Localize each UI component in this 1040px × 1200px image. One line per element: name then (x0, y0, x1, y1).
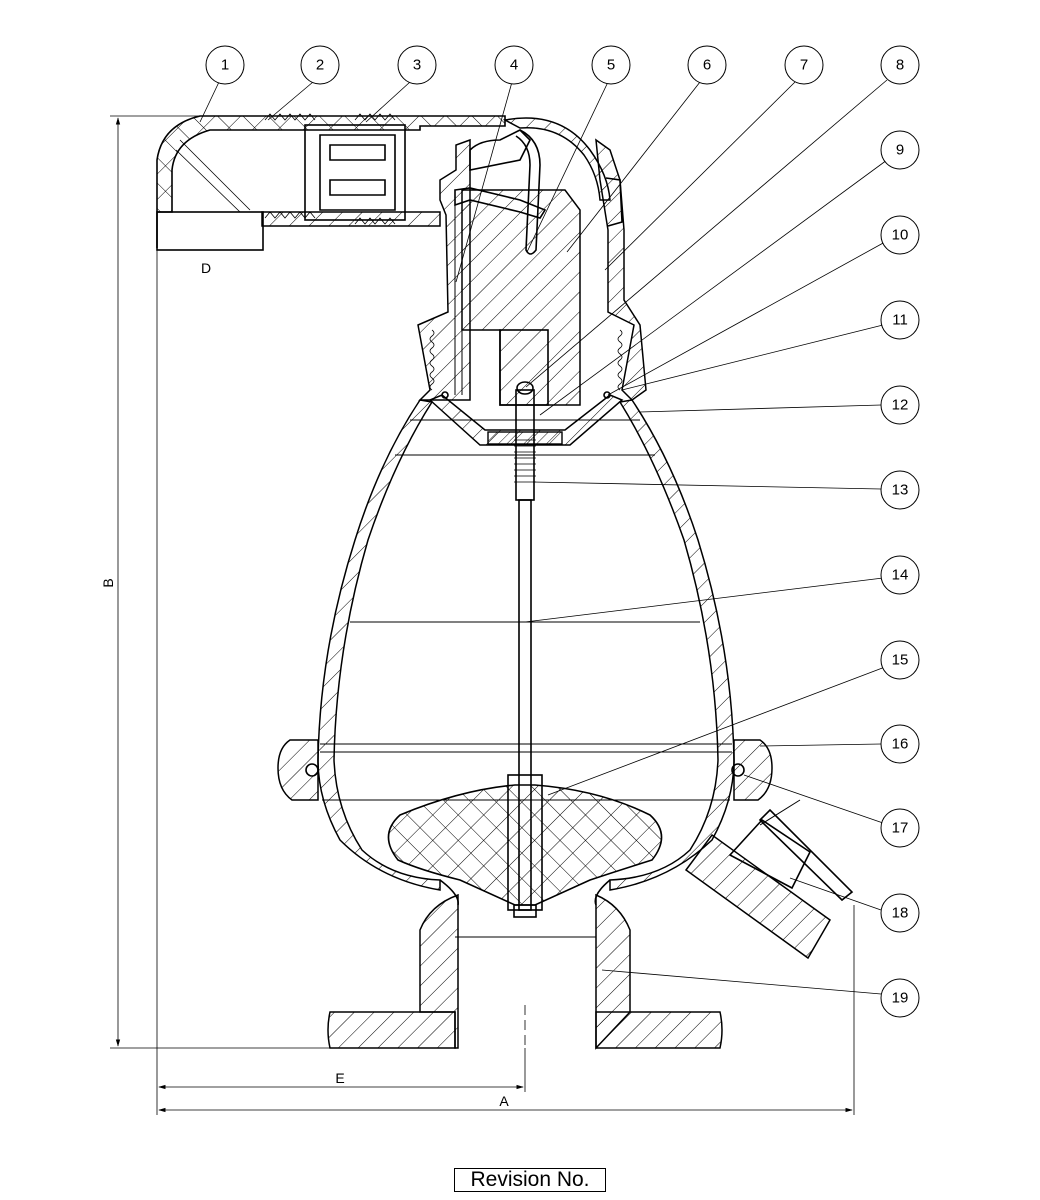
balloon-number: 13 (892, 482, 909, 499)
balloon-6: 6 (687, 45, 727, 85)
balloon-2: 2 (300, 45, 340, 85)
dim-e-label: E (335, 1070, 344, 1086)
balloon-number: 17 (892, 820, 909, 837)
balloon-number: 8 (896, 57, 904, 74)
upper-chamber (417, 117, 647, 446)
drain-valve (684, 799, 854, 960)
float-rod (507, 381, 543, 918)
balloon-number: 1 (221, 57, 229, 74)
balloon-8: 8 (880, 45, 920, 85)
balloon-14: 14 (880, 555, 920, 595)
balloon-number: 12 (892, 397, 909, 414)
dimension-lines (110, 115, 855, 1115)
balloon-number: 2 (316, 57, 324, 74)
balloon-number: 18 (892, 905, 909, 922)
balloon-number: 14 (892, 567, 909, 584)
balloon-number: 3 (413, 57, 421, 74)
balloon-3: 3 (397, 45, 437, 85)
dim-b-label: B (100, 578, 116, 587)
balloon-number: 7 (800, 57, 808, 74)
balloon-15: 15 (880, 640, 920, 680)
outlet-elbow (156, 113, 506, 251)
balloon-1: 1 (205, 45, 245, 85)
balloon-10: 10 (880, 215, 920, 255)
balloon-number: 5 (607, 57, 615, 74)
balloon-number: 16 (892, 736, 909, 753)
balloon-18: 18 (880, 893, 920, 933)
revision-number-box: Revision No. (454, 1168, 606, 1192)
balloon-number: 10 (892, 227, 909, 244)
balloon-number: 11 (892, 312, 908, 329)
balloon-number: 19 (892, 990, 909, 1007)
balloon-12: 12 (880, 385, 920, 425)
balloon-7: 7 (784, 45, 824, 85)
balloon-4: 4 (494, 45, 534, 85)
bottom-flange (327, 893, 723, 1050)
balloon-17: 17 (880, 808, 920, 848)
dim-d-label: D (201, 260, 211, 276)
balloon-9: 9 (880, 130, 920, 170)
balloon-number: 15 (892, 652, 909, 669)
balloon-5: 5 (591, 45, 631, 85)
balloon-11: 11 (880, 300, 920, 340)
balloon-number: 6 (703, 57, 711, 74)
balloon-number: 9 (896, 142, 904, 159)
leader-lines (199, 79, 888, 995)
balloon-19: 19 (880, 978, 920, 1018)
balloon-number: 4 (510, 57, 518, 74)
float (387, 784, 663, 906)
dim-a-label: A (499, 1093, 509, 1109)
balloon-16: 16 (880, 724, 920, 764)
body-shell (277, 399, 773, 906)
balloon-13: 13 (880, 470, 920, 510)
